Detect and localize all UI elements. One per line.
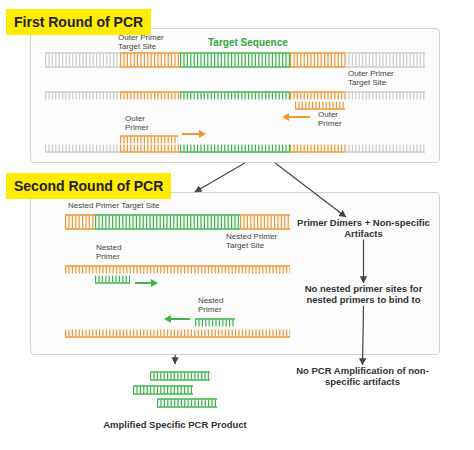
node-text: No nested primer sites for nested primer… <box>291 283 436 306</box>
first-round-dna <box>288 116 310 118</box>
pcr-product-bands <box>150 373 210 380</box>
round-heading: Second Round of PCR <box>6 173 171 199</box>
flow-arrow <box>195 163 245 192</box>
flow-arrow <box>363 240 364 283</box>
second-round-dna <box>135 282 152 284</box>
node-text: Primer Dimers + Non-specific Artifacts <box>296 217 431 240</box>
outcome-text: Primer Dimers + Non-specific Artifacts <box>296 217 431 240</box>
node-text: Amplified Specific PCR Product <box>103 419 247 430</box>
first-round-dna <box>120 135 178 137</box>
site-label: Target Sequence <box>208 37 308 48</box>
pcr-product-bands <box>133 387 193 394</box>
site-label: Nested Primer <box>96 244 130 262</box>
site-label: Outer Primer <box>318 111 350 129</box>
site-label: Nested Primer Target Site <box>68 202 193 211</box>
site-label: Outer Primer Target Site <box>348 70 406 88</box>
site-label: Outer Primer <box>125 115 157 133</box>
second-round-dna <box>170 318 190 320</box>
node-text: No PCR Amplification of non-specific art… <box>295 365 430 388</box>
pcr-product-bands <box>157 400 217 407</box>
outcome-text: No PCR Amplification of non-specific art… <box>295 365 430 388</box>
first-round-dna <box>182 133 200 135</box>
site-label: Nested Primer Target Site <box>226 233 292 251</box>
site-label: Outer Primer Target Site <box>118 34 176 52</box>
round-heading: First Round of PCR <box>6 9 151 35</box>
outcome-text: No nested primer sites for nested primer… <box>291 283 436 306</box>
site-label: Nested Primer <box>198 297 232 315</box>
flow-arrow <box>174 355 175 364</box>
pcr-product-bands <box>133 372 217 407</box>
